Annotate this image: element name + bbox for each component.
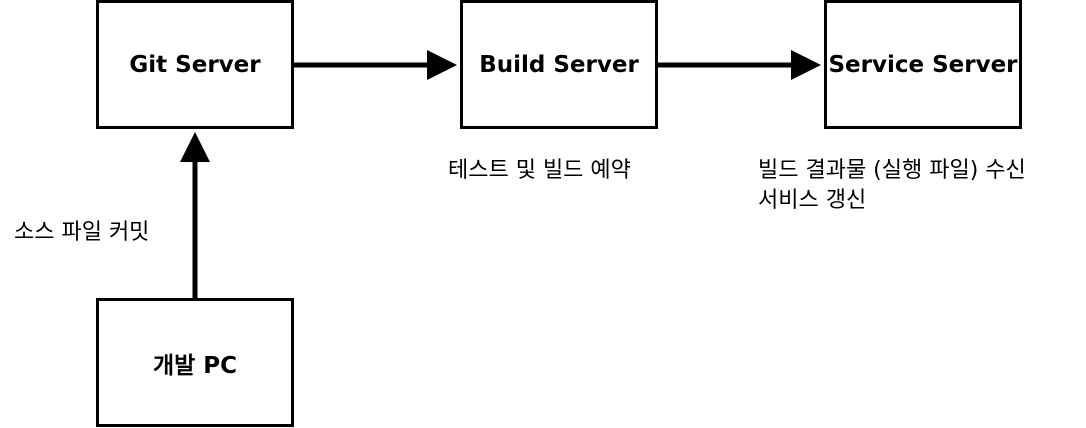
service-server-node: Service Server: [824, 0, 1022, 129]
service-edge-label-line2: 서비스 갱신: [758, 188, 867, 213]
git-server-node: Git Server: [96, 0, 294, 129]
service-server-label: Service Server: [828, 51, 1018, 78]
service-edge-label: 빌드 결과물 (실행 파일) 수신 서비스 갱신: [758, 156, 1026, 216]
dev-pc-node: 개발 PC: [96, 298, 294, 427]
git-server-label: Git Server: [129, 51, 261, 78]
service-edge-label-line1: 빌드 결과물 (실행 파일) 수신: [758, 158, 1026, 183]
commit-edge-label: 소스 파일 커밋: [14, 220, 150, 245]
build-edge-label: 테스트 및 빌드 예약: [448, 158, 631, 183]
build-server-label: Build Server: [479, 51, 639, 78]
build-server-node: Build Server: [460, 0, 658, 129]
dev-pc-label: 개발 PC: [152, 352, 238, 379]
